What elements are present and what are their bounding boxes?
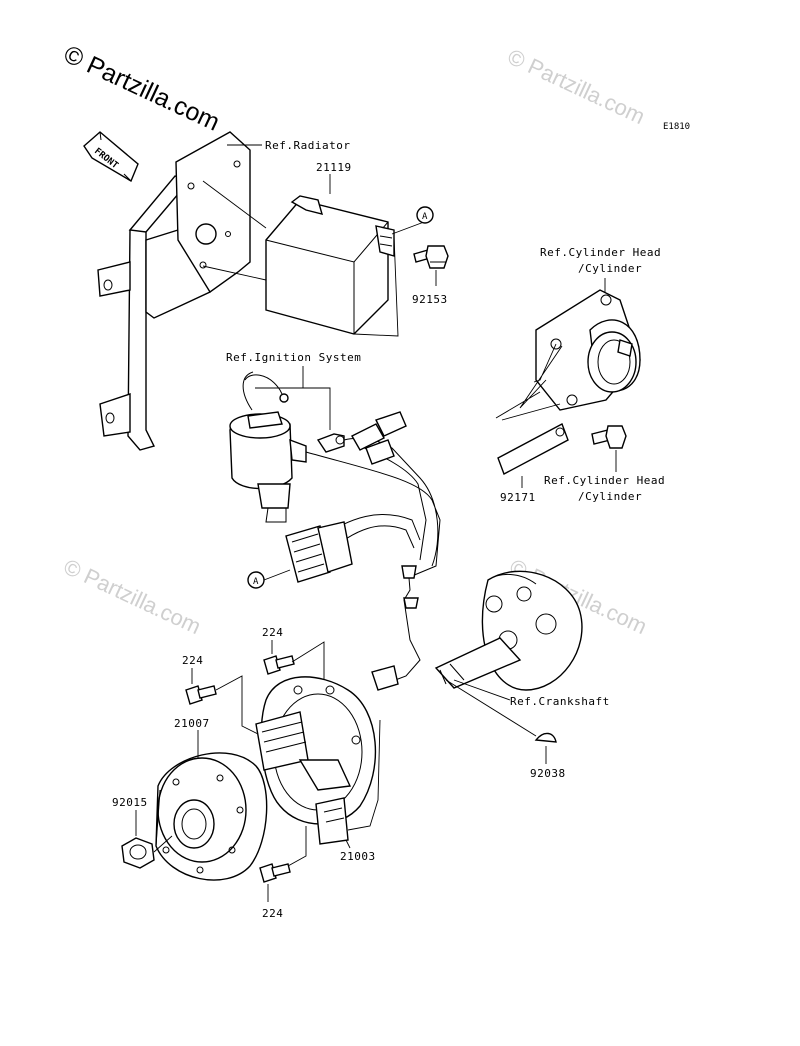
leader-224-bottom <box>267 826 307 902</box>
callout-a-bottom: A <box>247 571 265 589</box>
label-92015: 92015 <box>112 796 148 809</box>
crankshaft-key-leader <box>445 679 537 737</box>
diagram-code: E1810 <box>663 122 690 132</box>
wire-harness <box>305 437 441 577</box>
frame-bracket <box>97 131 251 451</box>
coupler-connector <box>285 521 353 583</box>
intake-leaders <box>495 343 563 421</box>
watermark-faint-mid-left: © Partzilla.com <box>60 554 205 639</box>
label-224-left: 224 <box>182 654 203 667</box>
part-92153-bolt <box>413 245 449 269</box>
leader-21003 <box>345 839 351 849</box>
stator-lead-wire <box>389 565 421 683</box>
label-ref-cyl-head-1-line2: /Cylinder <box>578 262 642 275</box>
part-92038-woodruff-key <box>534 732 557 743</box>
part-92015-nut <box>121 837 155 869</box>
label-ref-cyl-head-1-line1: Ref.Cylinder Head <box>540 246 661 259</box>
cylinder-head-flange <box>535 289 641 411</box>
label-ref-cyl-head-2-line1: Ref.Cylinder Head <box>544 474 665 487</box>
label-ref-radiator: Ref.Radiator <box>265 139 350 152</box>
watermark-faint-top-right: © Partzilla.com <box>504 44 649 129</box>
stator-lead-leader <box>347 719 381 831</box>
cdi-connector-leaders <box>353 221 425 337</box>
cyl-head-bolt <box>591 425 627 449</box>
part-21119-cdi-unit <box>265 195 395 335</box>
harness-connectors <box>351 411 407 465</box>
crankshaft <box>434 570 583 691</box>
label-ref-ignition: Ref.Ignition System <box>226 351 361 364</box>
part-92171-clamp <box>497 423 569 475</box>
part-224-screw-left <box>185 685 217 705</box>
cdi-mount-leaders <box>202 180 267 281</box>
leader-224-left <box>191 668 259 735</box>
leader-224-top <box>271 640 325 680</box>
watermark-main: © Partzilla.com <box>59 40 224 137</box>
label-21119: 21119 <box>316 161 352 174</box>
ignition-coil <box>229 371 345 523</box>
label-224-top: 224 <box>262 626 283 639</box>
leader-crankshaft <box>453 679 511 701</box>
label-21007: 21007 <box>174 717 210 730</box>
label-92171: 92171 <box>500 491 536 504</box>
label-224-bottom: 224 <box>262 907 283 920</box>
label-92038: 92038 <box>530 767 566 780</box>
leader-92015 <box>135 810 173 853</box>
front-arrow-icon: FRONT <box>83 131 139 183</box>
ignition-leaders <box>255 366 331 430</box>
part-21003-stator <box>255 665 399 845</box>
callout-a-bottom-leader <box>263 569 291 581</box>
part-21007-rotor <box>155 752 268 881</box>
callout-a-top-letter: A <box>422 212 428 222</box>
label-ref-cyl-head-2-line2: /Cylinder <box>578 490 642 503</box>
label-21003: 21003 <box>340 850 376 863</box>
part-224-screw-top <box>263 655 295 675</box>
label-ref-crankshaft: Ref.Crankshaft <box>510 695 610 708</box>
part-224-screw-bottom <box>259 863 291 883</box>
label-92153: 92153 <box>412 293 448 306</box>
callout-a-bottom-letter: A <box>253 577 259 587</box>
callout-a-top: A <box>416 206 434 224</box>
